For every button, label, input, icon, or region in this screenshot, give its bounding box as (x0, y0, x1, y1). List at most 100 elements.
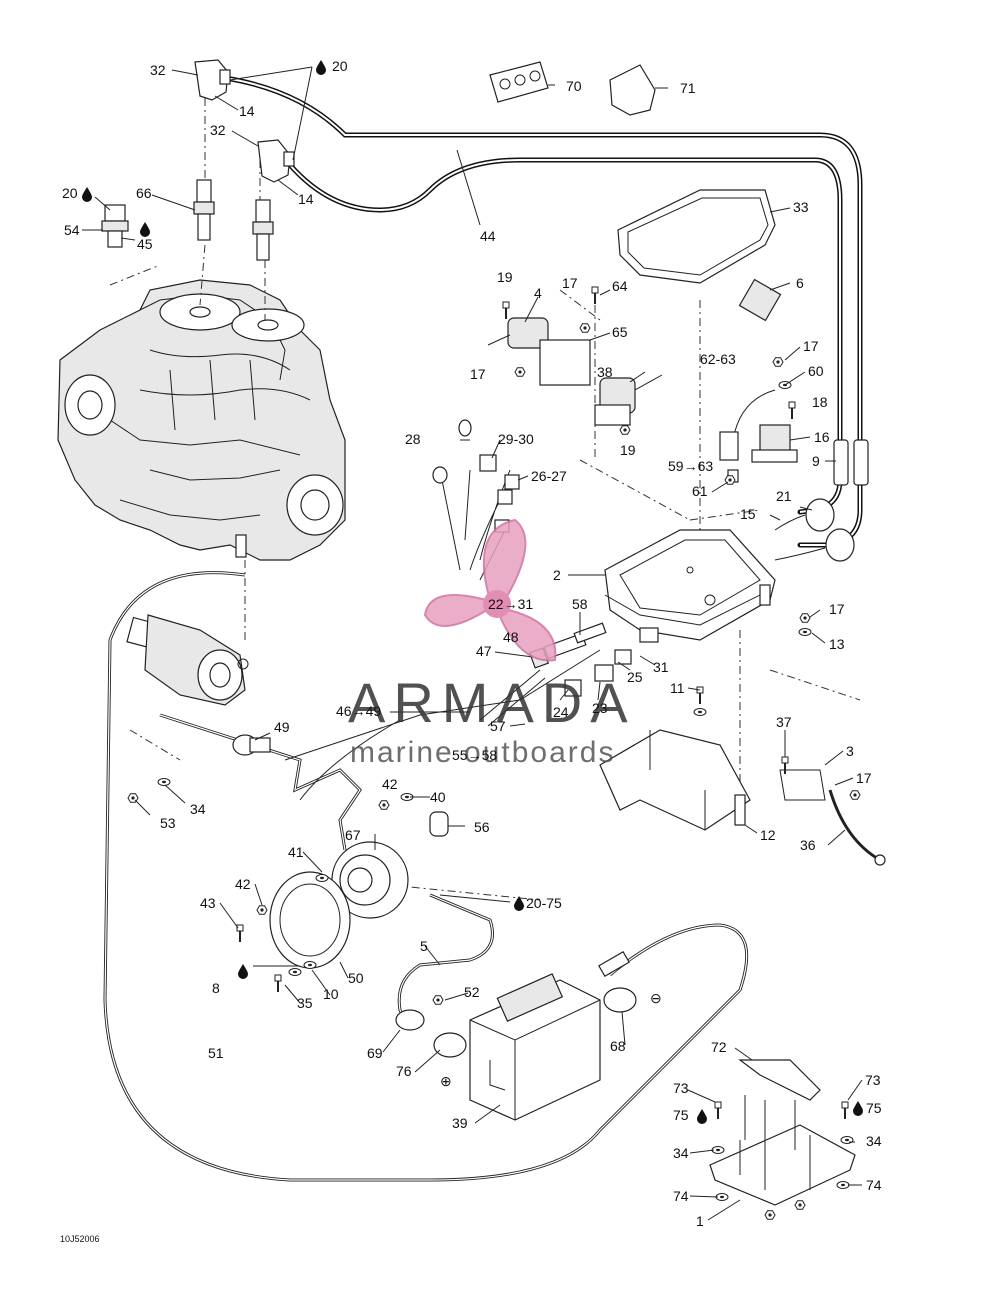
battery (395, 950, 637, 1121)
callout-label: 24 (553, 704, 569, 720)
callout-label: 22→31 (488, 596, 533, 612)
callout-label: 73 (865, 1072, 881, 1088)
callout-label: 41 (288, 844, 304, 860)
callout-label: 61 (692, 483, 708, 499)
callout-label: 53 (160, 815, 176, 831)
callout-label: 29-30 (498, 431, 534, 447)
callout-label: 20-75 (526, 895, 562, 911)
callout-label: 6 (796, 275, 804, 291)
callout-label: 5 (420, 938, 428, 954)
callout-label: 25 (627, 669, 643, 685)
callout-label: 58 (572, 596, 588, 612)
callout-label: 50 (348, 970, 364, 986)
electrical-box-cover (617, 189, 782, 322)
callout-label: 31 (653, 659, 669, 675)
callout-label: 74 (673, 1188, 689, 1204)
solenoid-relay (719, 389, 798, 483)
callout-label: 34 (866, 1133, 882, 1149)
callout-label: 26-27 (531, 468, 567, 484)
callout-label: 34 (673, 1145, 689, 1161)
harness-clips (489, 61, 656, 116)
watermark-propeller-blade (496, 606, 557, 662)
callout-label: 19 (497, 269, 513, 285)
callout-label: 11 (670, 680, 685, 696)
callout-label: 10 (323, 986, 339, 1002)
callout-label: 17 (562, 275, 578, 291)
callout-label: 76 (396, 1063, 412, 1079)
callout-label: 37 (776, 714, 792, 730)
callout-label: 69 (367, 1045, 383, 1061)
spark-plug-caps (194, 59, 295, 183)
callout-label: 72 (711, 1039, 727, 1055)
callout-label: 17 (803, 338, 819, 354)
callout-label: 40 (430, 789, 446, 805)
engine-block (57, 279, 346, 561)
battery-holder (709, 1059, 856, 1206)
callout-label: 1 (696, 1213, 704, 1229)
callout-label: 32 (150, 62, 166, 78)
callout-label: 71 (680, 80, 696, 96)
callout-label: 60 (808, 363, 824, 379)
callout-label: 9 (812, 453, 820, 469)
callout-label: 45 (137, 236, 153, 252)
callout-label: 70 (566, 78, 582, 94)
callout-label: 38 (597, 364, 613, 380)
ground-cable (779, 769, 886, 866)
callout-label: 32 (210, 122, 226, 138)
high-tension-cables (222, 75, 869, 548)
callout-label: 17 (856, 770, 872, 786)
callout-label: 17 (470, 366, 486, 382)
callout-label: 14 (239, 103, 255, 119)
figure-code: 10J52006 (60, 1234, 100, 1244)
callout-label: 34 (190, 801, 206, 817)
electrical-box (604, 498, 855, 641)
callout-label: 3 (846, 743, 854, 759)
callout-label: 75 (866, 1100, 882, 1116)
callout-label: 67 (345, 827, 361, 843)
callout-label: 42 (235, 876, 251, 892)
watermark-brand: ARMADA (348, 671, 636, 734)
callout-label: 56 (474, 819, 490, 835)
callout-label: 55→58 (452, 747, 497, 763)
mounting-bracket (599, 729, 751, 831)
callout-label: 48 (503, 629, 519, 645)
callout-label: 74 (866, 1177, 882, 1193)
spark-plugs (193, 179, 274, 261)
callout-label: 14 (298, 191, 314, 207)
starter-cable-end (232, 734, 271, 756)
callout-label: 28 (405, 431, 421, 447)
wire-harness (103, 571, 749, 1182)
callout-label: 13 (829, 636, 845, 652)
callout-label: 35 (297, 995, 313, 1011)
battery-positive-symbol: ⊕ (440, 1073, 452, 1089)
callout-label: 15 (740, 506, 756, 522)
leader-lines (82, 66, 863, 1221)
callout-label: 52 (464, 984, 480, 1000)
callout-label: 36 (800, 837, 816, 853)
temperature-sensor (101, 204, 129, 248)
callout-label: 39 (452, 1115, 468, 1131)
callout-label: 43 (200, 895, 216, 911)
callout-label: 42 (382, 776, 398, 792)
callout-label: 47 (476, 643, 492, 659)
callout-label: 73 (673, 1080, 689, 1096)
callout-label: 51 (208, 1045, 224, 1061)
callout-label: 18 (812, 394, 828, 410)
callout-label: 12 (760, 827, 776, 843)
callout-label: 65 (612, 324, 628, 340)
callout-label: 59→63 (668, 458, 713, 474)
callout-label: 62-63 (700, 351, 736, 367)
callout-label: 75 (673, 1107, 689, 1123)
callout-label: 66 (136, 185, 152, 201)
callout-label: 54 (64, 222, 80, 238)
callout-label: 2 (553, 567, 561, 583)
callout-label: 68 (610, 1038, 626, 1054)
watermark: ARMADA marine outboards (348, 518, 636, 769)
callout-label: 20 (62, 185, 78, 201)
callout-label: 23 (592, 700, 608, 716)
battery-negative-symbol: ⊖ (650, 990, 662, 1006)
callout-label: 16 (814, 429, 830, 445)
starter-motor (126, 614, 249, 706)
callout-label: 49 (274, 719, 290, 735)
callout-label: 17 (829, 601, 845, 617)
